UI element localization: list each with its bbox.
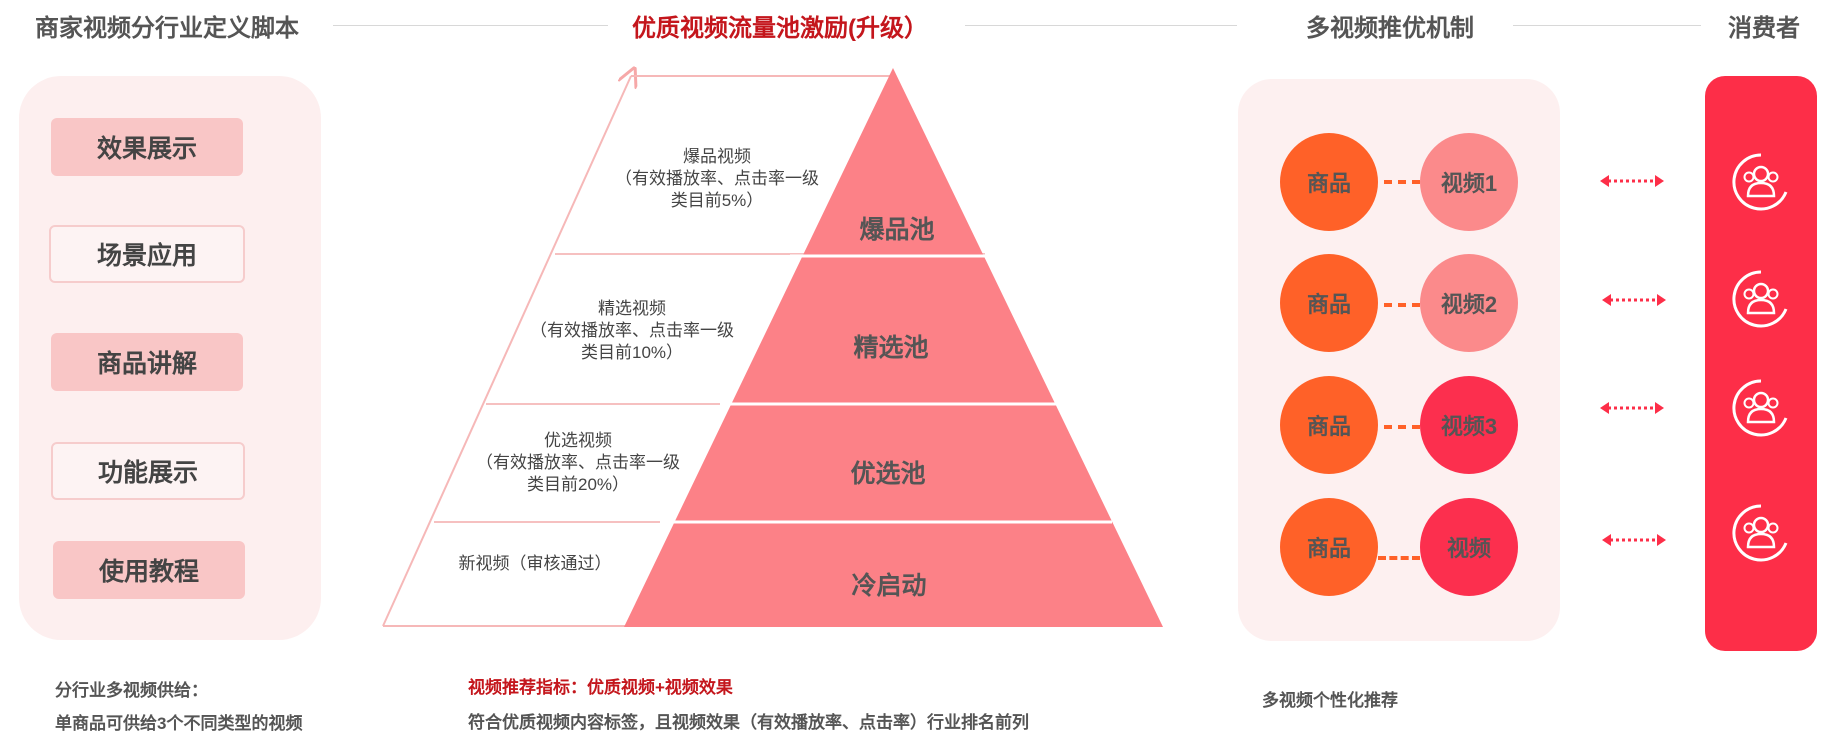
product-node-2: 商品 <box>1280 254 1378 352</box>
video-node-2: 视频2 <box>1420 254 1518 352</box>
double-arrow-icon <box>1600 175 1664 187</box>
product-node-3: 商品 <box>1280 376 1378 474</box>
tier-label-selected: 精选视频 （有效播放率、点击率一级 类目前10%） <box>530 299 734 362</box>
header-merchant-scripts: 商家视频分行业定义脚本 <box>35 15 299 42</box>
product-node-1: 商品 <box>1280 133 1378 231</box>
users-icon <box>1732 504 1788 562</box>
consumer-panel <box>1705 76 1817 651</box>
double-arrow-icon <box>1602 294 1666 306</box>
note-center-title: 视频推荐指标：优质视频+视频效果 <box>468 678 733 697</box>
header-consumer: 消费者 <box>1728 15 1800 42</box>
script-type-function[interactable]: 功能展示 <box>51 442 245 500</box>
script-type-effect[interactable]: 效果展示 <box>51 118 243 176</box>
users-icon <box>1732 270 1788 328</box>
note-center-body: 符合优质视频内容标签，且视频效果（有效播放率、点击率）行业排名前列 <box>468 713 1029 732</box>
double-arrow-icon <box>1600 402 1664 414</box>
header-divider <box>333 25 608 26</box>
pool-hot: 爆品池 <box>859 216 935 244</box>
tier-label-preferred: 优选视频 （有效播放率、点击率一级 类目前20%） <box>476 431 680 494</box>
link-dash <box>1384 303 1420 307</box>
note-left-body: 单商品可供给3个不同类型的视频 <box>55 714 303 733</box>
header-divider <box>965 25 1237 26</box>
script-type-scene[interactable]: 场景应用 <box>49 225 245 283</box>
video-node-1: 视频1 <box>1420 133 1518 231</box>
script-type-tutorial[interactable]: 使用教程 <box>53 541 245 599</box>
link-dash <box>1384 425 1420 429</box>
video-node-4: 视频 <box>1420 498 1518 596</box>
header-traffic-pool: 优质视频流量池激励(升级） <box>632 15 928 42</box>
users-icon <box>1732 153 1788 211</box>
outline-left-edge <box>382 76 631 627</box>
pyramid-fill <box>624 68 1163 627</box>
pool-preferred: 优选池 <box>850 460 926 488</box>
tier-label-hot: 爆品视频 （有效播放率、点击率一级 类目前5%） <box>615 147 819 210</box>
product-node-4: 商品 <box>1280 498 1378 596</box>
note-left-title: 分行业多视频供给： <box>55 681 208 700</box>
pool-selected: 精选池 <box>853 334 929 362</box>
users-icon <box>1732 379 1788 437</box>
video-node-3: 视频3 <box>1420 376 1518 474</box>
pool-cold-start: 冷启动 <box>851 572 927 600</box>
note-right: 多视频个性化推荐 <box>1262 691 1398 710</box>
tier-label-new: 新视频（审核通过） <box>458 554 612 573</box>
link-dash <box>1384 180 1420 184</box>
header-multi-video: 多视频推优机制 <box>1306 15 1474 42</box>
header-divider <box>1513 25 1701 26</box>
link-dash <box>1378 556 1420 560</box>
double-arrow-icon <box>1602 534 1666 546</box>
script-type-product-explain[interactable]: 商品讲解 <box>51 333 243 391</box>
